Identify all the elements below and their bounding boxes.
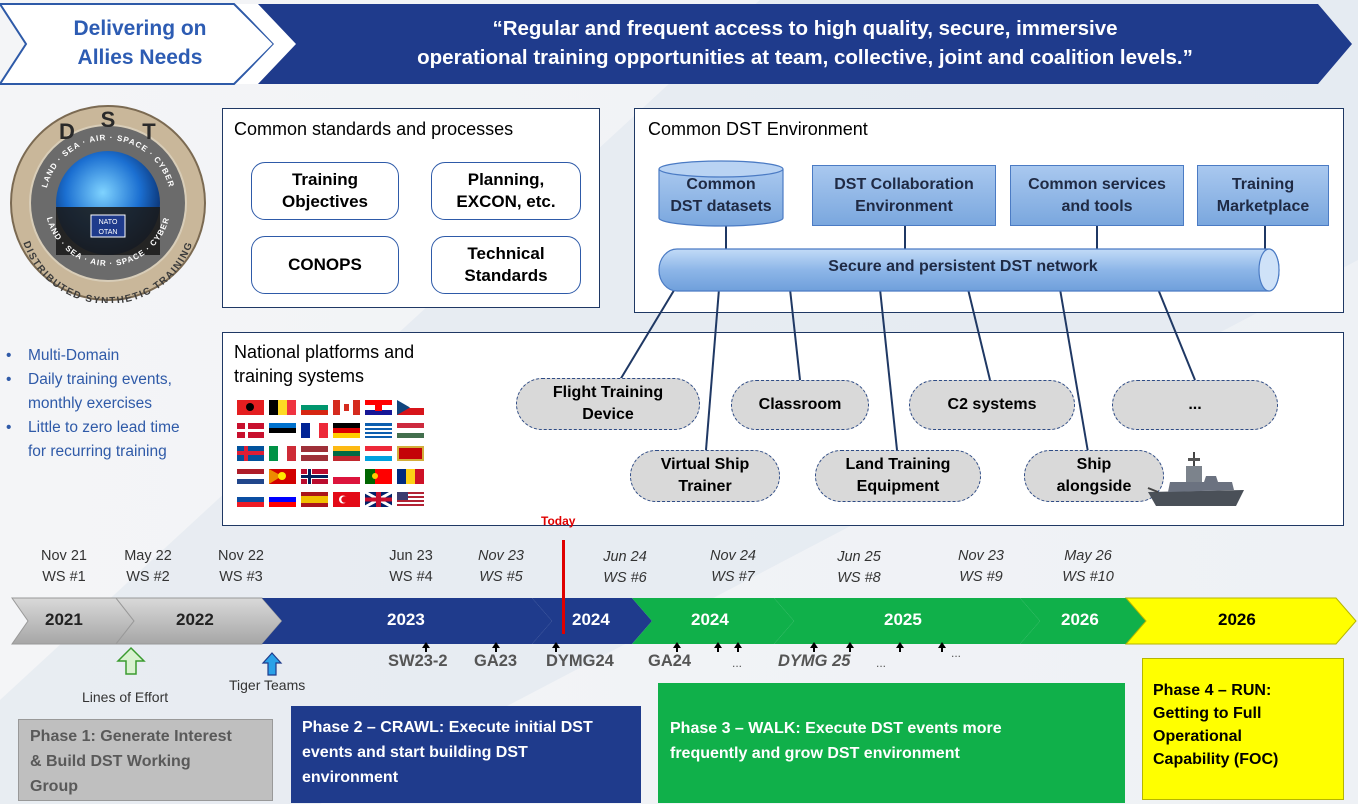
year-label: 2024 (572, 610, 610, 629)
bullet-item: • Multi-Domain (6, 344, 180, 368)
phase-1-box: Phase 1: Generate Interest& Build DST Wo… (18, 719, 273, 801)
quote-line-2: operational training opportunities at te… (417, 46, 1193, 69)
bullet-text: Little to zero lead time (28, 419, 180, 436)
header-badge: Delivering on Allies Needs (28, 14, 252, 72)
tiger-teams-label: Tiger Teams (229, 677, 306, 693)
event-label: DYMG24 (546, 652, 614, 670)
event-arrows (422, 642, 946, 652)
event-label: ... (732, 656, 743, 670)
bullet-item: • Daily training events, monthly exercis… (6, 368, 180, 416)
network-tube (658, 248, 1280, 292)
bullet-item: • Little to zero lead time for recurring… (6, 416, 180, 464)
year-label: 2026 (1061, 610, 1099, 629)
logo-letter-t: T (142, 119, 156, 144)
bullet-list: • Multi-Domain • Daily training events, … (6, 344, 180, 464)
lines-of-effort-label: Lines of Effort (82, 689, 169, 705)
national-title: National platforms and training systems (234, 342, 415, 386)
classroom-pill: Classroom (731, 380, 869, 430)
logo-letter-d: D (59, 119, 75, 144)
bullet-text: Daily training events, (28, 371, 172, 388)
badge-line-2: Allies Needs (77, 46, 203, 69)
dst-logo: NATO OTAN D S T LAND · SEA · AIR · SPACE… (10, 105, 206, 303)
year-label: 2023 (387, 610, 425, 629)
year-label: 2024 (691, 610, 729, 629)
year-label: 2022 (176, 610, 214, 629)
flags-image (237, 400, 424, 509)
event-label: GA24 (648, 652, 692, 670)
nato-label: NATO (99, 219, 118, 226)
network-label: Secure and persistent DST network (828, 258, 1098, 275)
bullet-text: monthly exercises (28, 395, 153, 412)
environment-title: Common DST Environment (648, 119, 868, 139)
year-label: 2026 (1218, 610, 1256, 629)
bullet-text: Multi-Domain (28, 347, 120, 364)
bullet-text: for recurring training (28, 443, 167, 460)
year-label: 2025 (884, 610, 922, 629)
otan-label: OTAN (99, 229, 118, 236)
event-label: SW23-2 (388, 652, 448, 670)
flags-grid (233, 396, 429, 518)
logo-letter-s: S (101, 107, 116, 132)
event-label: ... (951, 646, 962, 660)
year-label: 2021 (45, 610, 83, 629)
more-systems-pill: ... (1112, 380, 1278, 430)
event-label: ... (876, 656, 887, 670)
warship-icon (1147, 452, 1244, 506)
bullet-dot: • (6, 371, 12, 388)
lines-of-effort-arrow-icon (116, 646, 146, 675)
header-quote: “Regular and frequent access to high qua… (300, 14, 1310, 72)
datasets-cylinder (658, 160, 784, 227)
event-label: DYMG 25 (778, 652, 851, 670)
event-label: GA23 (474, 652, 518, 670)
bullet-dot: • (6, 347, 12, 364)
bullet-dot: • (6, 419, 12, 436)
header-banner (0, 3, 1352, 85)
tiger-teams-arrow-icon (261, 652, 283, 676)
standards-title: Common standards and processes (234, 119, 514, 139)
badge-line-1: Delivering on (73, 17, 207, 40)
planning-excon-box: Planning,EXCON, etc. (431, 162, 581, 220)
quote-line-1: “Regular and frequent access to high qua… (492, 17, 1118, 40)
today-label: Today (541, 514, 576, 528)
c2-systems-pill: C2 systems (909, 380, 1075, 430)
conops-box: CONOPS (251, 236, 399, 294)
today-line (562, 540, 565, 634)
